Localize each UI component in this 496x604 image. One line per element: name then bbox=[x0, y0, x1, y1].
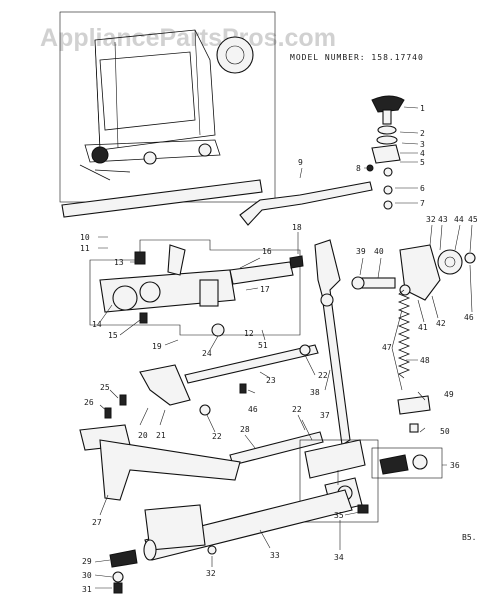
callout-19: 19 bbox=[152, 342, 162, 351]
callout-37: 37 bbox=[320, 411, 330, 420]
bracket-outline bbox=[89, 239, 301, 336]
callout-17: 17 bbox=[260, 285, 270, 294]
group-box-34 bbox=[299, 439, 379, 523]
callout-44: 44 bbox=[454, 215, 464, 224]
callout-9: 9 bbox=[298, 158, 303, 167]
callout-3: 3 bbox=[420, 140, 425, 149]
callout-14: 14 bbox=[92, 320, 102, 329]
callout-4: 4 bbox=[420, 149, 425, 158]
callout-39: 39 bbox=[356, 247, 366, 256]
callout-21: 21 bbox=[156, 431, 166, 440]
watermark-text: AppliancePartsPros.com bbox=[40, 24, 336, 52]
callout-labels: 1 2 3 4 5 6 7 8 9 10 11 12 13 14 15 16 1… bbox=[80, 104, 478, 594]
lower-shaft bbox=[79, 394, 324, 501]
callout-26: 26 bbox=[84, 398, 94, 407]
upper-shaft-assembly bbox=[99, 244, 304, 337]
callout-12: 12 bbox=[244, 329, 254, 338]
callout-46b: 46 bbox=[464, 313, 474, 322]
callout-33: 33 bbox=[270, 551, 280, 560]
model-number: MODEL NUMBER: 158.17740 bbox=[290, 53, 424, 62]
callout-38: 38 bbox=[310, 388, 320, 397]
callout-18: 18 bbox=[292, 223, 302, 232]
callout-16: 16 bbox=[262, 247, 272, 256]
middle-shaft bbox=[139, 344, 319, 406]
callout-51: 51 bbox=[258, 341, 268, 350]
callout-36: 36 bbox=[450, 461, 460, 470]
callout-35: 35 bbox=[334, 511, 344, 520]
inset-machine-view bbox=[59, 11, 276, 218]
leader-lines bbox=[94, 106, 473, 589]
spring bbox=[397, 289, 431, 433]
callout-22b: 22 bbox=[212, 432, 222, 441]
callout-28: 28 bbox=[240, 425, 250, 434]
callout-24: 24 bbox=[202, 349, 212, 358]
callout-32b: 32 bbox=[426, 215, 436, 224]
callout-29: 29 bbox=[82, 557, 92, 566]
thumbscrew-assembly bbox=[379, 454, 428, 475]
callout-27: 27 bbox=[92, 518, 102, 527]
callout-11: 11 bbox=[80, 244, 90, 253]
callout-30: 30 bbox=[82, 571, 92, 580]
callout-25: 25 bbox=[100, 383, 110, 392]
callout-10: 10 bbox=[80, 233, 90, 242]
callout-43: 43 bbox=[438, 215, 448, 224]
callout-42: 42 bbox=[436, 319, 446, 328]
feed-lever bbox=[314, 239, 351, 446]
callout-13: 13 bbox=[114, 258, 124, 267]
callout-40: 40 bbox=[374, 247, 384, 256]
callout-6: 6 bbox=[420, 184, 425, 193]
group-box-36 bbox=[371, 447, 443, 479]
bottom-shaft bbox=[109, 489, 353, 594]
callout-1: 1 bbox=[420, 104, 425, 113]
callout-7: 7 bbox=[420, 199, 425, 208]
stitch-lever-assembly bbox=[239, 95, 405, 226]
callout-50: 50 bbox=[440, 427, 450, 436]
callout-45: 45 bbox=[468, 215, 478, 224]
callout-34: 34 bbox=[334, 553, 344, 562]
callout-49: 49 bbox=[444, 390, 454, 399]
callout-23: 23 bbox=[266, 376, 276, 385]
callout-47: 47 bbox=[382, 343, 392, 352]
pivot-assembly bbox=[351, 244, 476, 301]
callout-8: 8 bbox=[356, 164, 361, 173]
callout-22c: 22 bbox=[292, 405, 302, 414]
callout-32a: 32 bbox=[206, 569, 216, 578]
callout-2: 2 bbox=[420, 129, 425, 138]
callout-5: 5 bbox=[420, 158, 425, 167]
callout-48: 48 bbox=[420, 356, 430, 365]
callout-31: 31 bbox=[82, 585, 92, 594]
callout-20: 20 bbox=[138, 431, 148, 440]
callout-15: 15 bbox=[108, 331, 118, 340]
callout-41: 41 bbox=[418, 323, 428, 332]
callout-46a: 46 bbox=[248, 405, 258, 414]
callout-22a: 22 bbox=[318, 371, 328, 380]
page-mark: B5. bbox=[462, 533, 476, 542]
